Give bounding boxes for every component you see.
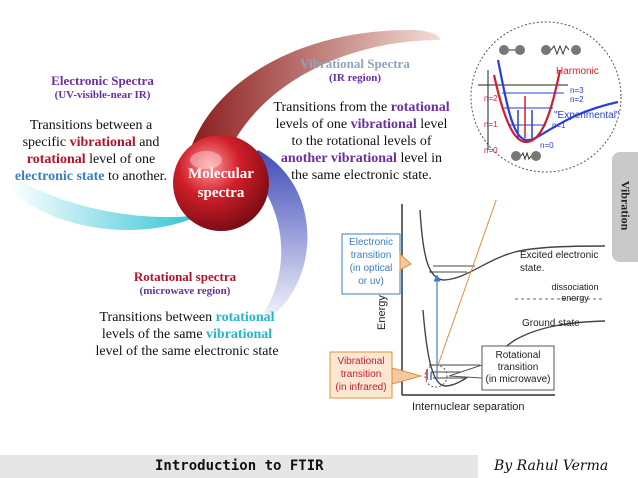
rotational-line-3: level of the same electronic state — [95, 344, 279, 359]
experimental-levels: n=3 n=2 — [570, 86, 584, 104]
dissociation-energy-label: dissociation energy — [551, 282, 599, 303]
energy-axis-label: Energy — [376, 295, 388, 330]
vibrational-spectra-title: Vibrational Spectra — [300, 56, 410, 71]
electronic-line-1: Transitions between a — [29, 118, 153, 133]
cyan-swoosh — [10, 175, 200, 230]
vibrational-line-5: the same electronic state. — [291, 168, 432, 183]
vibrational-line-3: to the rotational levels of — [291, 134, 432, 149]
electronic-spectra-description: Transitions between a specific vibration… — [8, 117, 174, 185]
electronic-line-4: electronic state to another. — [14, 169, 168, 184]
vibrational-line-4: another vibrational level in — [280, 151, 443, 166]
rotational-spectra-heading: Rotational spectra (microwave region) — [100, 269, 270, 297]
rotational-spectra-subtitle: (microwave region) — [139, 285, 231, 297]
vibrational-spectra-subtitle: (IR region) — [328, 72, 382, 84]
vibrational-line-2: levels of one vibrational level — [275, 117, 448, 132]
electronic-line-3: rotational level of one — [26, 152, 156, 167]
harmonic-levels: n=2 n=1 n=0 — [484, 94, 498, 155]
vibrational-line-1: Transitions from the rotational — [273, 100, 450, 115]
vibrational-spectra-heading: Vibrational Spectra (IR region) — [270, 56, 440, 84]
electronic-spectra-block: Electronic Spectra (UV-visible-near IR) — [10, 73, 195, 101]
footer-bar: Introduction to FTIR By Rahul Verma — [0, 455, 638, 478]
experimental-curve — [496, 59, 619, 142]
experimental-level-n1: n=1 — [552, 121, 566, 130]
internuclear-separation-label: Internuclear separation — [412, 401, 525, 413]
footer-author: By Rahul Verma — [494, 458, 609, 474]
excited-state-curve — [419, 209, 606, 281]
electronic-transition-label: Electronic transition (in optical or uv) — [349, 237, 393, 287]
vibrational-spectra-description: Transitions from the rotational levels o… — [268, 99, 455, 184]
navy-swoosh — [245, 150, 308, 330]
inset-circle — [470, 21, 622, 173]
rotational-spectra-title: Rotational spectra — [133, 269, 237, 284]
electronic-spectra-title: Electronic Spectra — [51, 73, 154, 88]
rotational-transition-label: Rotational transition (in microwave) — [485, 350, 551, 385]
zoom-circle — [424, 364, 448, 388]
inset-connector — [436, 200, 497, 369]
harmonic-inset — [470, 21, 622, 173]
electronic-transition-box — [341, 233, 401, 295]
rotational-spectra-description: Transitions between rotational levels of… — [88, 309, 286, 360]
vibrational-transition-label: Vibrational transition (in infrared) — [335, 356, 387, 393]
rotational-line-1: Transitions between rotational — [99, 310, 275, 325]
excited-state-label: Excited electronic state. — [520, 250, 599, 274]
footer-title: Introduction to FTIR — [155, 458, 324, 474]
harmonic-label: Harmonic — [556, 66, 599, 77]
molecular-spectra-ball — [173, 135, 269, 231]
electronic-line-2: specific vibrational and — [22, 135, 160, 150]
experimental-label: "Experimental" — [554, 110, 620, 121]
potential-energy-diagram — [329, 200, 606, 399]
footer-author-box: By Rahul Verma — [478, 455, 638, 478]
vibration-tab-label: Vibration — [618, 180, 633, 231]
ground-state-label: Ground state — [522, 318, 580, 329]
experimental-level-n0: n=0 — [540, 141, 554, 150]
electronic-spectra-subtitle: (UV-visible-near IR) — [54, 89, 151, 101]
vibration-side-tab[interactable]: Vibration — [612, 152, 638, 262]
molecular-spectra-label: Molecular spectra — [188, 166, 254, 201]
rotational-line-2: levels of the same vibrational — [101, 327, 273, 342]
